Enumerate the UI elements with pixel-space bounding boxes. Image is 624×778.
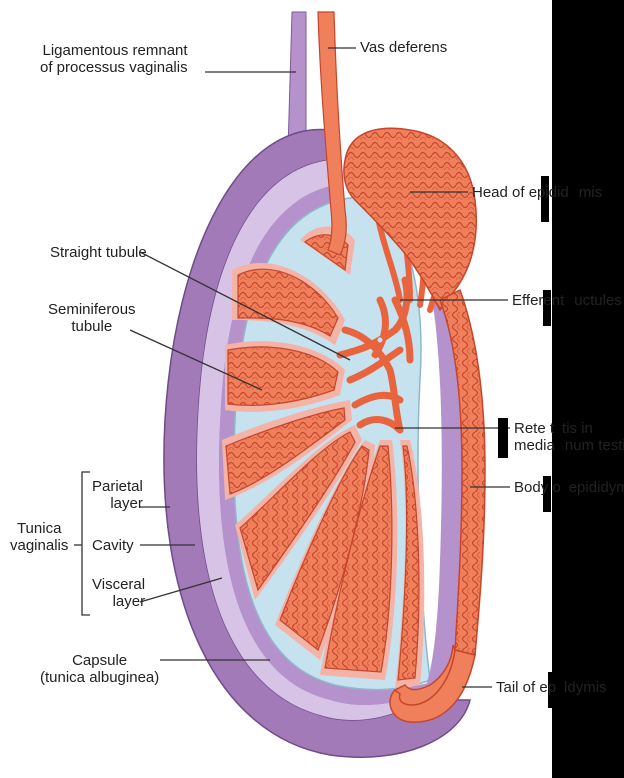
label-ligamentous-remnant: Ligamentous remnant of processus vaginal… xyxy=(40,42,188,76)
label-vas-deferens: Vas deferens xyxy=(360,39,447,56)
label-rete-line2: media xyxy=(514,437,555,454)
label-head-of-epididymis-tail: mis xyxy=(579,184,602,201)
label-rete-testis: Rete t tis in xyxy=(514,420,593,437)
label-rete-line2-tail: num testis xyxy=(565,437,624,454)
label-mediastinum: media num testis xyxy=(514,437,624,454)
redaction-mark xyxy=(498,418,508,458)
label-efferent-tail: uctules xyxy=(574,292,622,309)
tunica-bracket xyxy=(82,472,90,615)
label-body-of-epididymis: Body o epididymis xyxy=(514,479,624,496)
label-tail-of-epididymis: Tail of ep ldymis xyxy=(496,679,607,696)
label-body-tail: epididymis xyxy=(569,479,624,496)
label-efferent-part: Efferent xyxy=(512,292,564,309)
label-visceral-layer: Visceral layer xyxy=(92,576,145,610)
label-tail-part: Tail of ep xyxy=(496,679,556,696)
label-rete-line1: Rete t xyxy=(514,420,554,437)
label-seminiferous-tubule: Seminiferous tubule xyxy=(48,301,136,335)
label-capsule: Capsule (tunica albuginea) xyxy=(40,652,159,686)
label-parietal-layer: Parietal layer xyxy=(92,478,143,512)
label-straight-tubule: Straight tubule xyxy=(50,244,147,261)
label-cavity: Cavity xyxy=(92,537,134,554)
label-tail-tail: ldymis xyxy=(564,679,607,696)
label-tunica-vaginalis: Tunica vaginalis xyxy=(10,520,68,554)
label-efferent-ductules: Efferent uctules xyxy=(512,292,622,309)
label-head-of-epididymis: Head of epidid mis xyxy=(472,184,602,201)
black-margin-bar xyxy=(552,0,624,778)
label-body-part: Body o xyxy=(514,479,561,496)
label-rete-line1-tail: tis in xyxy=(562,420,593,437)
label-head-of-epididymis-part: Head of epidid xyxy=(472,184,569,201)
